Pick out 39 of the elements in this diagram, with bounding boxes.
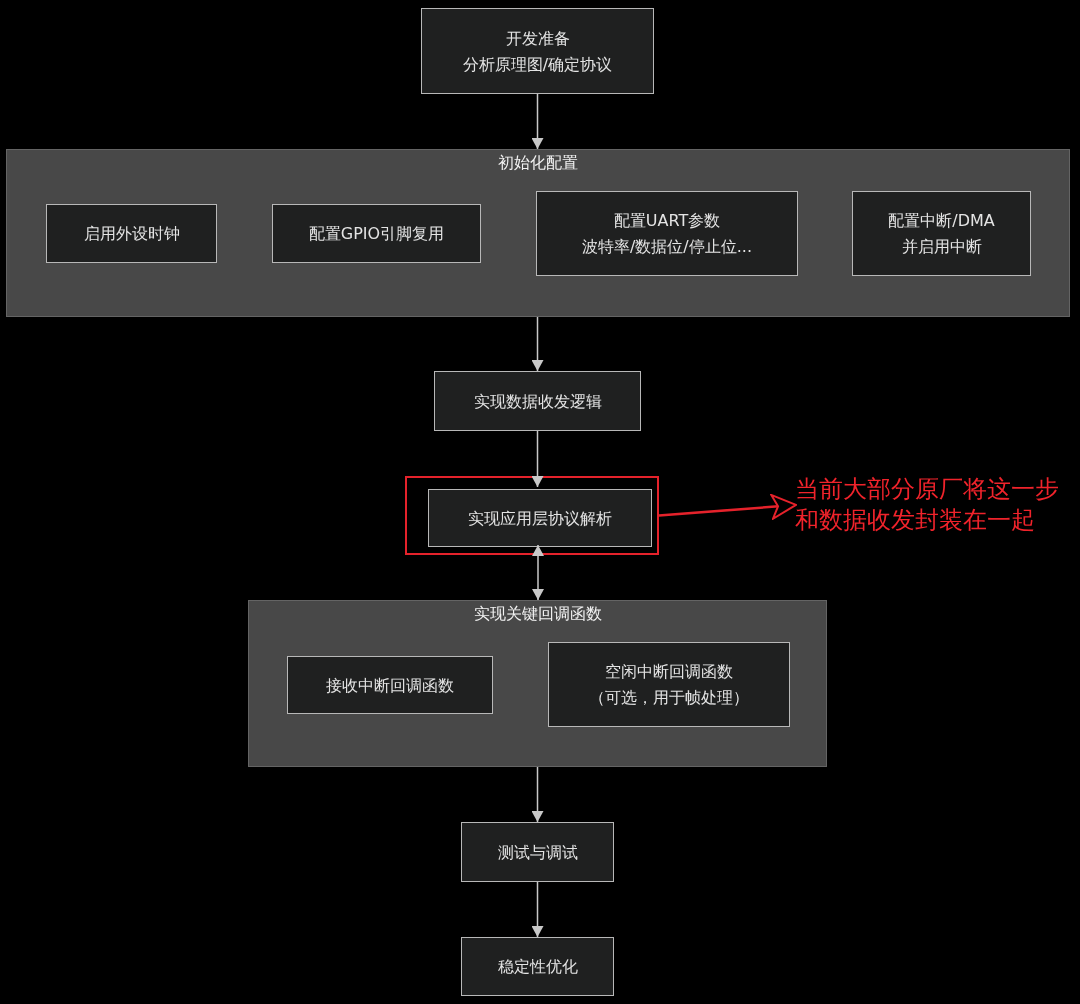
process-box: [428, 489, 652, 547]
step-label: 实现应用层协议解析: [468, 507, 612, 529]
arrow: [531, 93, 544, 150]
arrow: [531, 316, 544, 372]
step-label: 稳定性优化: [497, 956, 578, 977]
process-box: [461, 822, 614, 882]
arrow: [531, 766, 544, 823]
step-label: 启用外设时钟: [83, 223, 180, 244]
process-box: [46, 204, 217, 263]
step-label: 实现数据收发逻辑: [473, 390, 602, 412]
step-detail: 分析原理图/确定协议: [462, 53, 613, 75]
process-box: [461, 937, 614, 996]
process-box: [287, 656, 493, 714]
highlight-frame: [405, 476, 659, 555]
step-title: 开发准备: [505, 27, 570, 49]
group-panel: [248, 600, 827, 767]
group-panel: [6, 149, 1070, 317]
process-box: [421, 8, 654, 94]
annotation-text: 当前大部分原厂将这一步和数据收发封装在一起: [795, 474, 1059, 536]
group-title: 实现关键回调函数: [473, 603, 602, 624]
process-box: [536, 191, 798, 276]
step-title: 配置中断/DMA: [888, 210, 995, 231]
step-title: 空闲中断回调函数: [605, 661, 733, 682]
group-title: 初始化配置: [498, 152, 578, 173]
arrow: [658, 493, 797, 520]
step-detail: （可选，用于帧处理）: [589, 687, 749, 708]
process-box: [548, 642, 790, 727]
step-detail: 波特率/数据位/停止位...: [581, 236, 752, 257]
arrow: [531, 881, 544, 938]
step-label: 接收中断回调函数: [326, 674, 454, 696]
step-label: 测试与调试: [497, 841, 578, 863]
arrow: [531, 430, 544, 488]
step-detail: 并启用中断: [901, 236, 982, 257]
process-box: [434, 371, 641, 431]
arrow: [532, 544, 544, 601]
step-title: 配置UART参数: [613, 210, 721, 231]
process-box: [272, 204, 481, 263]
process-box: [852, 191, 1031, 276]
step-label: 配置GPIO引脚复用: [308, 223, 445, 244]
